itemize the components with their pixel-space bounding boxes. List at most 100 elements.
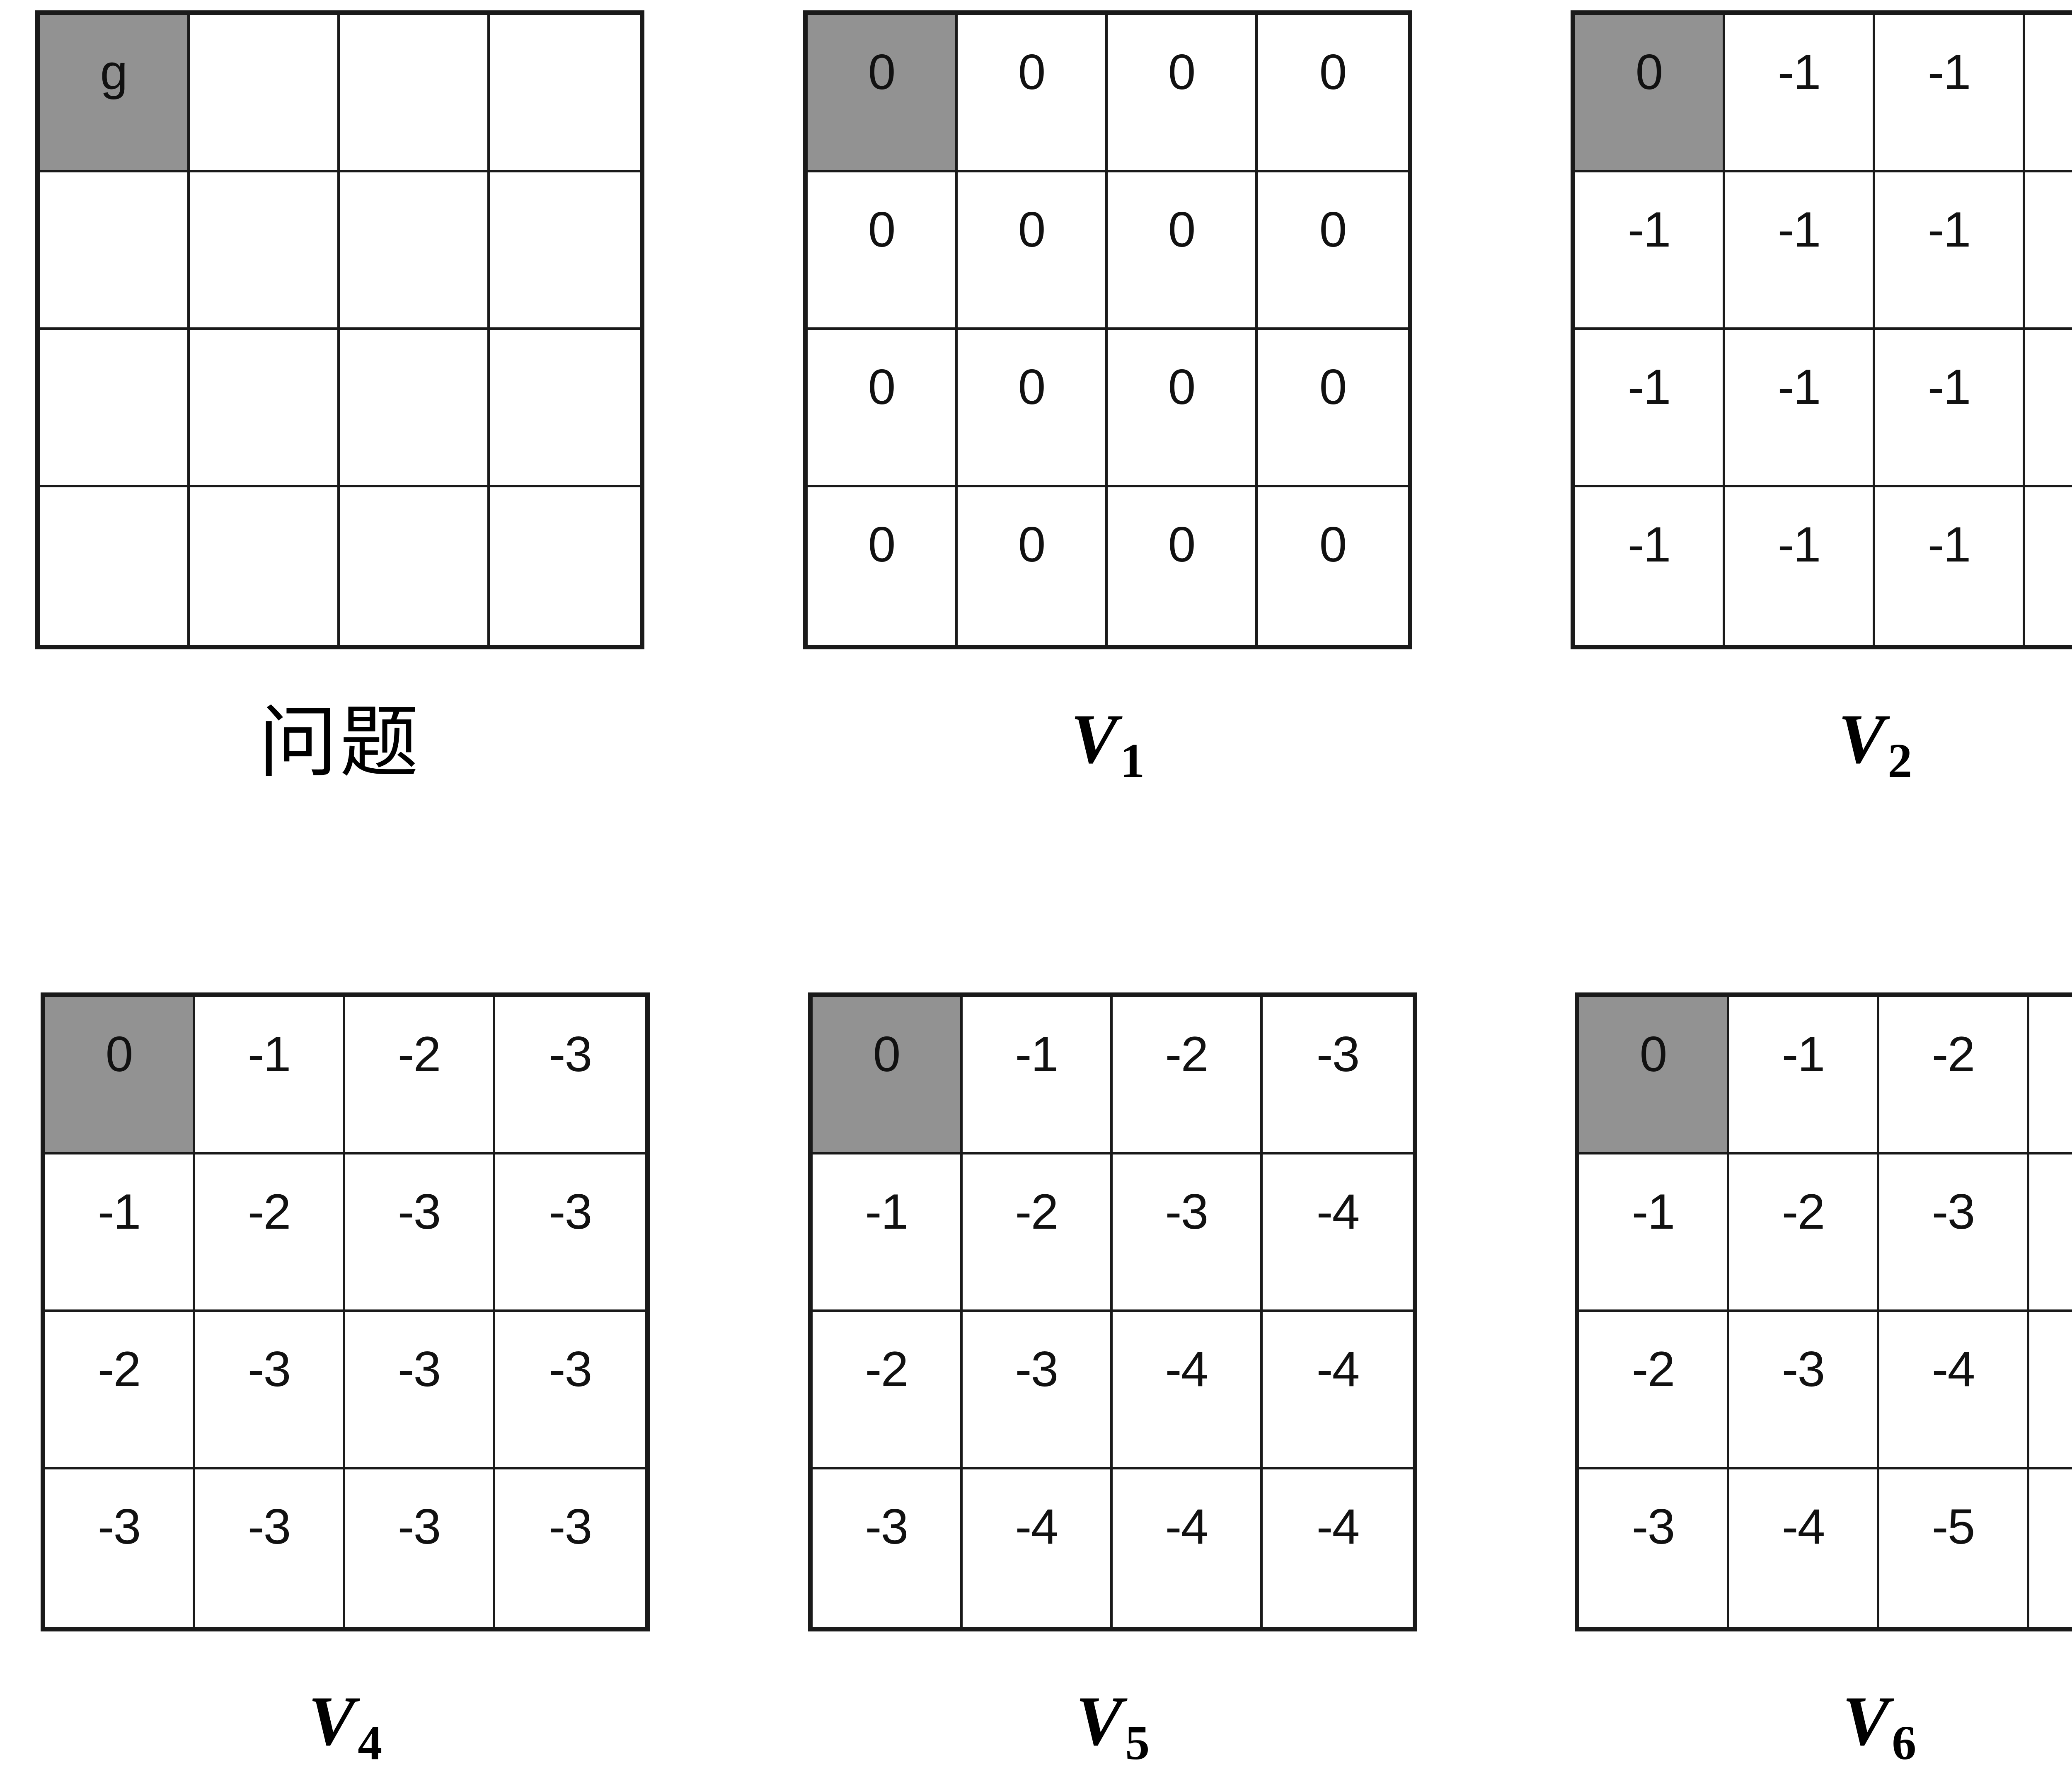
grid-cell-r4-c3: 0: [1108, 487, 1258, 645]
grid-cell-r4-c3: -5: [1879, 1469, 2029, 1627]
grid-cell-r2-c4: -1: [2025, 172, 2072, 330]
grid-cell-r4-c3: -4: [1113, 1469, 1263, 1627]
grid-cell-r4-c1: -1: [1575, 487, 1725, 645]
grid-cell-r2-c3: [340, 172, 490, 330]
grid-cell-r1-c2: 0: [958, 15, 1108, 172]
grid-cell-r2-c3: -3: [345, 1154, 495, 1312]
grid-cell-r2-c3: -3: [1879, 1154, 2029, 1312]
caption-subscript: 6: [1892, 1716, 1917, 1770]
caption-symbol: V: [1842, 1682, 1890, 1760]
grid-cell-r3-c2: -1: [1725, 330, 1875, 487]
caption-symbol: V: [1838, 700, 1886, 778]
grid-cell-r3-c4: [490, 330, 640, 487]
grid-cell-r1-c4: -3: [2029, 997, 2072, 1154]
caption-symbol: V: [1075, 1682, 1123, 1760]
grid-cell-r3-c4: -4: [1263, 1312, 1413, 1469]
grid-cell-r3-c2: [190, 330, 340, 487]
grid-cell-r4-c3: [340, 487, 490, 645]
grid-cell-r2-c2: -2: [1729, 1154, 1879, 1312]
grid-cell-r2-c2: -1: [1725, 172, 1875, 330]
grid-cell-r2-c3: 0: [1108, 172, 1258, 330]
grid-cell-r4-c2: -4: [1729, 1469, 1879, 1627]
value-grid-v4: 0-1-2-3-1-2-3-3-2-3-3-3-3-3-3-3: [41, 992, 650, 1631]
grid-cell-r2-c4: 0: [1258, 172, 1408, 330]
grid-cell-r3-c4: -1: [2025, 330, 2072, 487]
grid-cell-r3-c3: -3: [345, 1312, 495, 1469]
grid-cell-r2-c2: -2: [195, 1154, 345, 1312]
value-grid-v5: 0-1-2-3-1-2-3-4-2-3-4-4-3-4-4-4: [808, 992, 1417, 1631]
panel-caption-v1: V1: [803, 703, 1412, 785]
grid-cell-r2-c1: 0: [808, 172, 958, 330]
value-grid-v2: 0-1-1-1-1-1-1-1-1-1-1-1-1-1-1-1: [1571, 10, 2072, 649]
grid-cell-r3-c2: -3: [1729, 1312, 1879, 1469]
panel-caption-v4: V4: [41, 1685, 650, 1767]
grid-cell-r2-c3: -3: [1113, 1154, 1263, 1312]
grid-cell-r2-c4: -3: [495, 1154, 645, 1312]
grid-cell-r3-c3: -4: [1113, 1312, 1263, 1469]
grid-cell-r4-c4: -5: [2029, 1469, 2072, 1627]
grid-cell-r4-c2: -1: [1725, 487, 1875, 645]
grid-cell-r2-c2: [190, 172, 340, 330]
grid-cell-r2-c1: -1: [1575, 172, 1725, 330]
grid-cell-r4-c2: 0: [958, 487, 1108, 645]
grid-cell-r2-c2: -2: [963, 1154, 1113, 1312]
panel-caption-problem: 问题: [258, 697, 421, 788]
grid-cell-r1-c3: -2: [1879, 997, 2029, 1154]
grid-cell-r1-c2: [190, 15, 340, 172]
grid-cell-r3-c2: -3: [963, 1312, 1113, 1469]
caption-subscript: 4: [358, 1716, 382, 1770]
goal-cell-r1-c1: g: [40, 15, 190, 172]
panel-v2: 0-1-1-1-1-1-1-1-1-1-1-1-1-1-1-1V2: [1571, 10, 2072, 785]
grid-cell-r3-c4: -5: [2029, 1312, 2072, 1469]
grid-cell-r3-c4: 0: [1258, 330, 1408, 487]
grid-cell-r1-c2: -1: [195, 997, 345, 1154]
caption-symbol: V: [308, 1682, 356, 1760]
grid-cell-r4-c4: [490, 487, 640, 645]
value-grid-v6: 0-1-2-3-1-2-3-4-2-3-4-5-3-4-5-5: [1575, 992, 2072, 1631]
grid-cell-r4-c4: -1: [2025, 487, 2072, 645]
grid-cell-r4-c4: 0: [1258, 487, 1408, 645]
grid-cell-r3-c1: [40, 330, 190, 487]
grid-cell-r4-c1: -3: [45, 1469, 195, 1627]
grid-cell-r1-c3: [340, 15, 490, 172]
grid-cell-r1-c3: 0: [1108, 15, 1258, 172]
grid-cell-r4-c1: 0: [808, 487, 958, 645]
panel-v6: 0-1-2-3-1-2-3-4-2-3-4-5-3-4-5-5V6: [1575, 992, 2072, 1767]
grid-cell-r2-c2: 0: [958, 172, 1108, 330]
grid-cell-r1-c4: [490, 15, 640, 172]
grid-cell-r4-c2: -4: [963, 1469, 1113, 1627]
goal-cell-r1-c1: 0: [1579, 997, 1729, 1154]
grid-cell-r3-c1: -2: [45, 1312, 195, 1469]
grid-cell-r2-c1: -1: [813, 1154, 963, 1312]
grid-cell-r3-c3: 0: [1108, 330, 1258, 487]
grid-cell-r1-c2: -1: [1729, 997, 1879, 1154]
grid-cell-r2-c4: [490, 172, 640, 330]
goal-cell-r1-c1: 0: [808, 15, 958, 172]
grid-cell-r4-c2: -3: [195, 1469, 345, 1627]
panel-caption-v6: V6: [1575, 1685, 2072, 1767]
caption-subscript: 5: [1125, 1716, 1150, 1770]
grid-cell-r3-c3: -1: [1875, 330, 2025, 487]
grid-cell-r2-c1: -1: [1579, 1154, 1729, 1312]
grid-cell-r2-c1: -1: [45, 1154, 195, 1312]
grid-cell-r4-c1: -3: [813, 1469, 963, 1627]
grid-cell-r1-c4: -3: [495, 997, 645, 1154]
grid-cell-r3-c1: -2: [1579, 1312, 1729, 1469]
caption-symbol: V: [1070, 700, 1118, 778]
grid-cell-r4-c3: -1: [1875, 487, 2025, 645]
goal-cell-r1-c1: 0: [45, 997, 195, 1154]
grid-cell-r1-c2: -1: [1725, 15, 1875, 172]
grid-cell-r3-c1: -2: [813, 1312, 963, 1469]
grid-cell-r3-c2: -3: [195, 1312, 345, 1469]
grid-cell-r3-c1: 0: [808, 330, 958, 487]
panel-caption-v2: V2: [1571, 703, 2072, 785]
grid-cell-r1-c2: -1: [963, 997, 1113, 1154]
goal-cell-r1-c1: 0: [1575, 15, 1725, 172]
value-grid-problem: g: [35, 10, 644, 649]
grid-cell-r1-c4: -3: [1263, 997, 1413, 1154]
